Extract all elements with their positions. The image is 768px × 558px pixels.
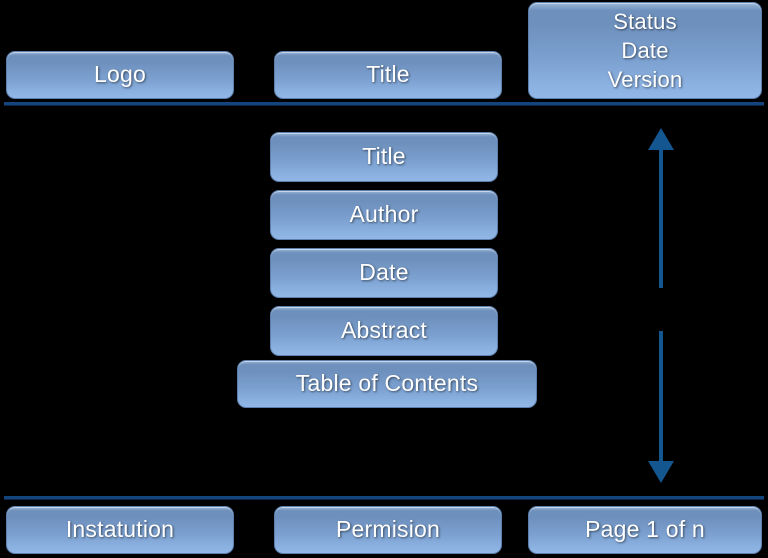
header-box-title[interactable]: Title	[274, 51, 502, 99]
body-box-author[interactable]: Author	[270, 190, 498, 240]
footer-divider	[4, 496, 764, 499]
header-box-logo[interactable]: Logo	[6, 51, 234, 99]
footer-box-permission[interactable]: Permision	[274, 506, 502, 554]
body-box-date[interactable]: Date	[270, 248, 498, 298]
body-box-abstract[interactable]: Abstract	[270, 306, 498, 356]
arrow-head-down-icon	[648, 461, 674, 483]
arrow-shaft-upper	[659, 149, 663, 288]
arrow-shaft-lower	[659, 331, 663, 463]
footer-box-page-number[interactable]: Page 1 of n	[528, 506, 762, 554]
header-divider	[4, 102, 764, 105]
body-box-title[interactable]: Title	[270, 132, 498, 182]
header-box-status-date-version[interactable]: Status Date Version	[528, 2, 762, 99]
footer-box-institution[interactable]: Instatution	[6, 506, 234, 554]
body-box-table-of-contents[interactable]: Table of Contents	[237, 360, 537, 408]
arrow-head-up-icon	[648, 128, 674, 150]
